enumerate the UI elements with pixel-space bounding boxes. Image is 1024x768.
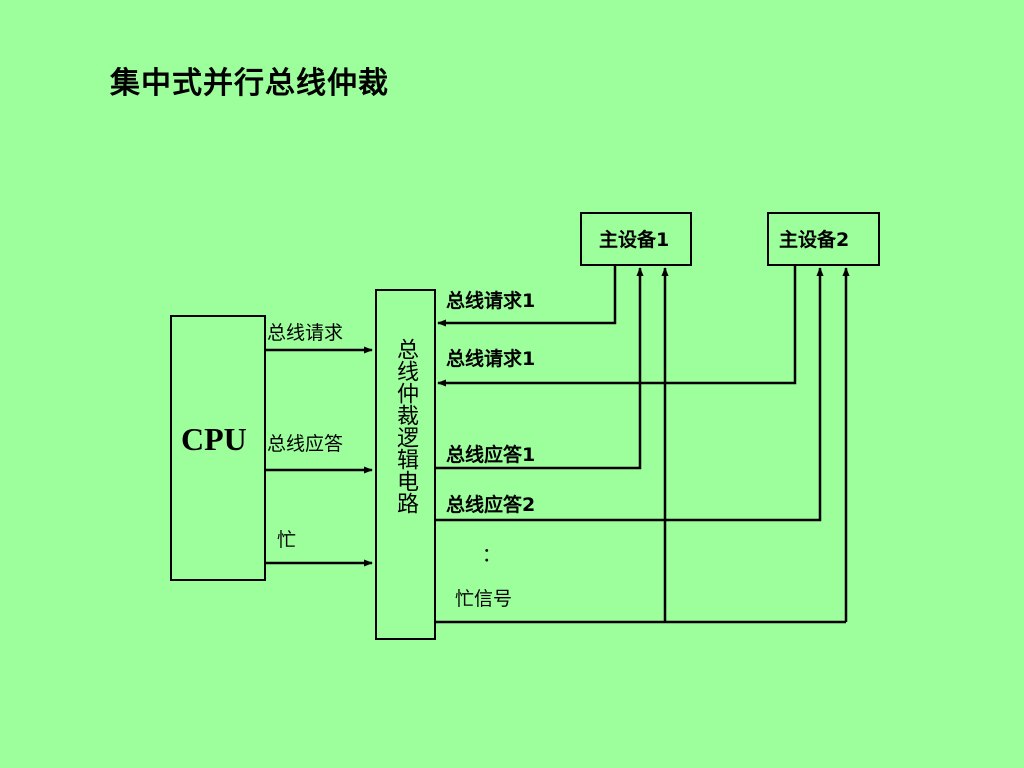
wire-master1-request [437,265,617,327]
wire-grant2 [436,267,824,522]
label-bus-grant-1: 总线应答1 [446,444,536,466]
slide-title: 集中式并行总线仲裁 [110,66,389,101]
master2-label: 主设备2 [779,229,850,251]
label-bus-request-a: 总线请求1 [446,290,536,312]
cpu-box [170,315,266,581]
wire-grant1 [436,267,644,470]
label-cpu-busy: 忙 [277,529,297,551]
arbiter-label: 总线仲裁逻辑电路 [393,338,418,514]
label-cpu-bus-request: 总线请求 [267,322,344,344]
label-ellipsis: ： [482,544,502,566]
wire-master2-request [437,265,797,387]
label-busy-signal: 忙信号 [455,588,513,610]
label-cpu-bus-grant: 总线应答 [267,433,344,455]
master2-box [767,212,880,266]
label-bus-grant-2: 总线应答2 [446,494,536,516]
label-bus-request-b: 总线请求1 [446,348,536,370]
arbiter-box [375,289,436,640]
cpu-label: CPU [181,421,247,457]
master1-label: 主设备1 [599,229,670,251]
master1-box [580,212,692,266]
